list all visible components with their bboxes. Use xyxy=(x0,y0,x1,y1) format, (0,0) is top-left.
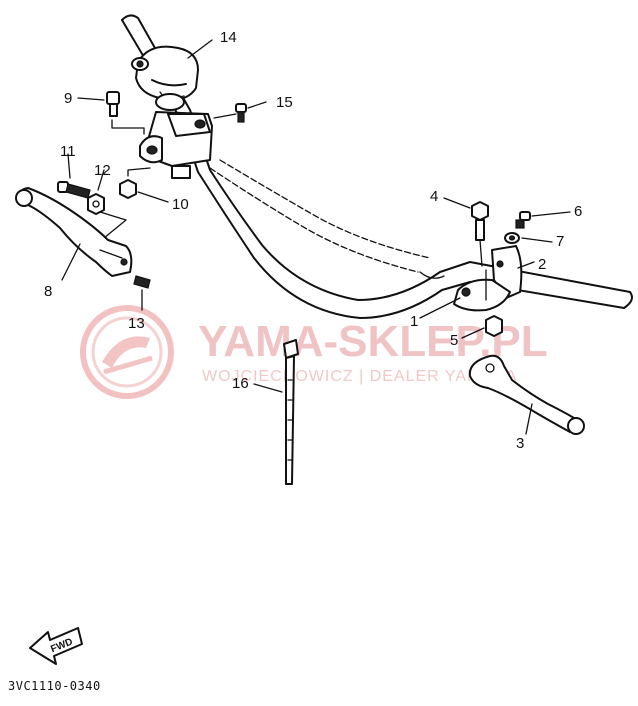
callout-16: 16 xyxy=(232,375,249,392)
nut-5 xyxy=(485,315,503,337)
callout-1: 1 xyxy=(410,313,418,330)
callout-14: 14 xyxy=(220,29,237,46)
callout-15: 15 xyxy=(276,94,293,111)
callout-13: 13 xyxy=(128,315,145,332)
clutch-lever xyxy=(15,187,133,277)
callout-8: 8 xyxy=(44,283,52,300)
callout-2: 2 xyxy=(538,256,546,273)
pivot-bolt-11 xyxy=(57,181,91,199)
callouts: 14 9 15 11 12 10 8 13 4 6 7 2 1 5 3 16 xyxy=(44,29,582,452)
callout-4: 4 xyxy=(430,188,438,205)
leader-lines xyxy=(61,39,571,435)
nut-10 xyxy=(119,167,151,199)
callout-3: 3 xyxy=(516,435,524,452)
nut-12 xyxy=(87,193,105,215)
adjuster-13 xyxy=(133,275,151,289)
diagram-code: 3VC1110-0340 xyxy=(8,679,101,693)
fwd-arrow-icon: FWD xyxy=(29,627,83,665)
brake-lever xyxy=(468,354,585,435)
handlebar xyxy=(121,14,633,319)
callout-9: 9 xyxy=(64,90,72,107)
screw-6 xyxy=(515,211,531,229)
screw-15 xyxy=(213,103,247,123)
callout-12: 12 xyxy=(94,162,111,179)
bolt-9 xyxy=(106,91,145,135)
cable-tie xyxy=(283,339,299,485)
leader-clutch xyxy=(99,211,127,239)
callout-5: 5 xyxy=(450,332,458,349)
callout-10: 10 xyxy=(172,196,189,213)
washer-7 xyxy=(504,232,520,244)
lever-holder xyxy=(453,245,523,312)
watermark-dealer: WOJCIECHOWICZ | DEALER YAMAHA xyxy=(202,368,517,385)
callout-7: 7 xyxy=(556,233,564,250)
callout-6: 6 xyxy=(574,203,582,220)
dealer-logo xyxy=(80,305,174,399)
bolt-4 xyxy=(471,201,489,267)
throttle-housing xyxy=(131,45,199,111)
handlebar-holder xyxy=(139,111,213,179)
callout-11: 11 xyxy=(60,143,76,160)
